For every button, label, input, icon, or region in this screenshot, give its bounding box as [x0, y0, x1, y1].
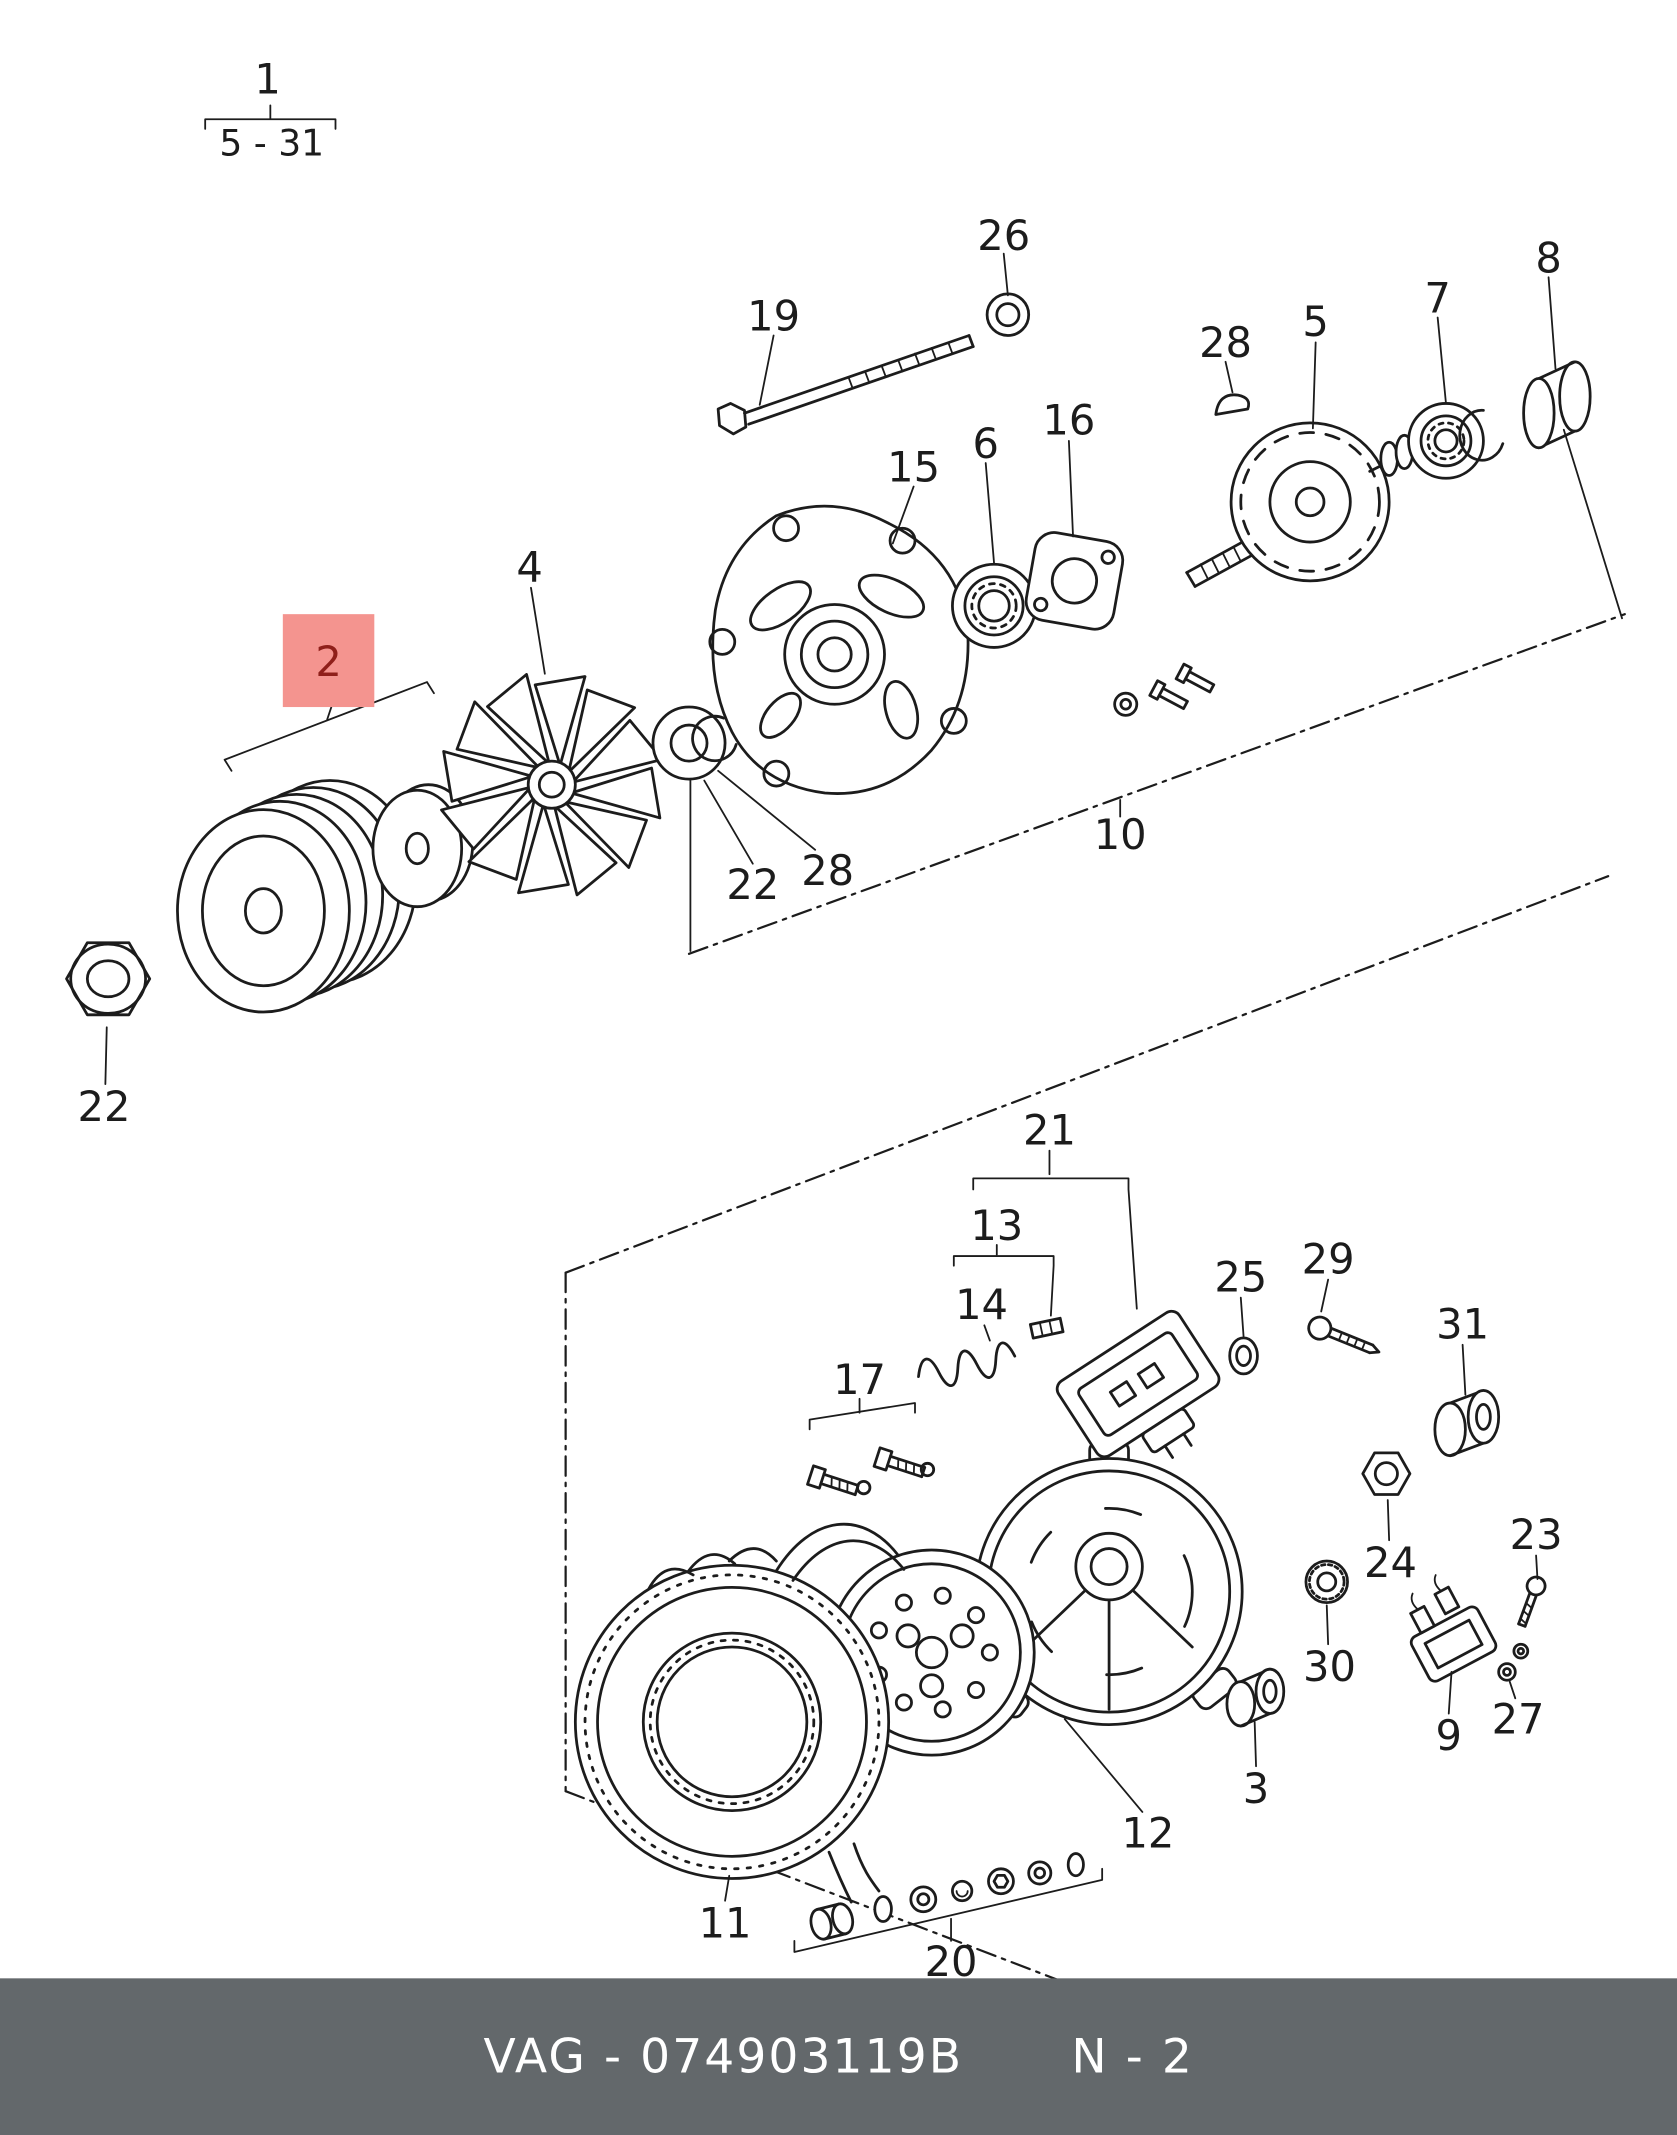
frame-lines: [564, 428, 1626, 1984]
brackets: [204, 104, 1138, 1953]
callout-9[interactable]: 9: [1436, 1711, 1462, 1760]
brush-holder-drawing: [1409, 1574, 1498, 1683]
small-hardware-drawing: [1113, 662, 1216, 717]
o-ring-drawing: [1228, 1336, 1259, 1376]
callout-17[interactable]: 17: [833, 1355, 886, 1404]
callout-31[interactable]: 31: [1436, 1299, 1489, 1348]
callout-24[interactable]: 24: [1364, 1538, 1417, 1587]
nut-hex-drawing: [1361, 1451, 1412, 1496]
callout-26[interactable]: 26: [977, 211, 1030, 260]
callout-2[interactable]: 2: [315, 637, 341, 686]
callout-19[interactable]: 19: [747, 292, 800, 341]
washers-drawing: [1497, 1642, 1530, 1682]
footer-bar: VAG - 074903119B N - 2: [0, 1978, 1677, 2135]
long-bolt-drawing: [716, 334, 975, 436]
callout-22[interactable]: 22: [726, 860, 779, 909]
callout-28[interactable]: 28: [801, 846, 854, 895]
screw-drawing: [1307, 1315, 1381, 1355]
bushing-drawing: [1433, 1389, 1501, 1458]
callout-29[interactable]: 29: [1302, 1234, 1355, 1283]
callout-5-31[interactable]: 5 - 31: [219, 124, 324, 165]
callout-12[interactable]: 12: [1121, 1808, 1174, 1857]
screw-small-drawing: [1517, 1575, 1547, 1628]
page-code-text: N - 2: [1071, 2028, 1194, 2085]
bearing-cap-drawing: [1522, 360, 1592, 450]
callout-16[interactable]: 16: [1042, 396, 1095, 445]
front-housing-drawing: [708, 504, 970, 795]
callout-1[interactable]: 1: [254, 55, 280, 104]
callout-15[interactable]: 15: [887, 443, 940, 492]
pin-drawing: [1028, 1316, 1065, 1340]
callout-6[interactable]: 6: [972, 419, 998, 468]
callout-7[interactable]: 7: [1424, 274, 1450, 323]
callout-14[interactable]: 14: [955, 1280, 1008, 1329]
callout-28[interactable]: 28: [1199, 318, 1252, 367]
callout-20[interactable]: 20: [925, 1937, 978, 1986]
bearing-drawing: [951, 562, 1037, 649]
callout-4[interactable]: 4: [516, 543, 542, 592]
callout-22[interactable]: 22: [78, 1082, 131, 1131]
highlighted-callout-box: [282, 614, 375, 708]
voltage-regulator-drawing: [1055, 1309, 1221, 1459]
callout-27[interactable]: 27: [1492, 1695, 1545, 1744]
callout-25[interactable]: 25: [1214, 1252, 1267, 1301]
mounting-hardware-drawing: [809, 1852, 1085, 1941]
pulley-drawing: [176, 779, 418, 1014]
callout-23[interactable]: 23: [1510, 1510, 1563, 1559]
nut-round-drawing: [1304, 1559, 1349, 1605]
part-number-text: VAG - 074903119B: [483, 2028, 964, 2085]
bearing-drawing: [1407, 402, 1505, 480]
rotor-drawing: [1185, 421, 1415, 588]
washer-drawing: [371, 783, 475, 909]
screws-pair-drawing: [806, 1446, 936, 1497]
stator-drawing: [573, 1522, 906, 1904]
woodruff-key-drawing: [1214, 393, 1251, 416]
retainer-plate-drawing: [1024, 531, 1125, 631]
callout-3[interactable]: 3: [1243, 1764, 1269, 1813]
bushing-drawing: [1225, 1667, 1286, 1728]
nut-small-drawing: [985, 292, 1031, 337]
fan-drawing: [440, 673, 664, 897]
lower-assembly: [573, 1309, 1547, 1941]
callout-13[interactable]: 13: [970, 1201, 1023, 1250]
callout-8[interactable]: 8: [1535, 233, 1561, 282]
callout-11[interactable]: 11: [699, 1898, 752, 1947]
callout-21[interactable]: 21: [1023, 1105, 1076, 1154]
callout-10[interactable]: 10: [1094, 810, 1147, 859]
leader-lines: [104, 252, 1557, 1942]
nut-drawing: [65, 941, 152, 1017]
spring-drawing: [917, 1341, 1017, 1387]
upper-assembly: [65, 292, 1592, 1017]
callout-5[interactable]: 5: [1302, 297, 1328, 346]
callout-30[interactable]: 30: [1303, 1642, 1356, 1691]
spacer-bearing-drawing: [651, 705, 738, 781]
